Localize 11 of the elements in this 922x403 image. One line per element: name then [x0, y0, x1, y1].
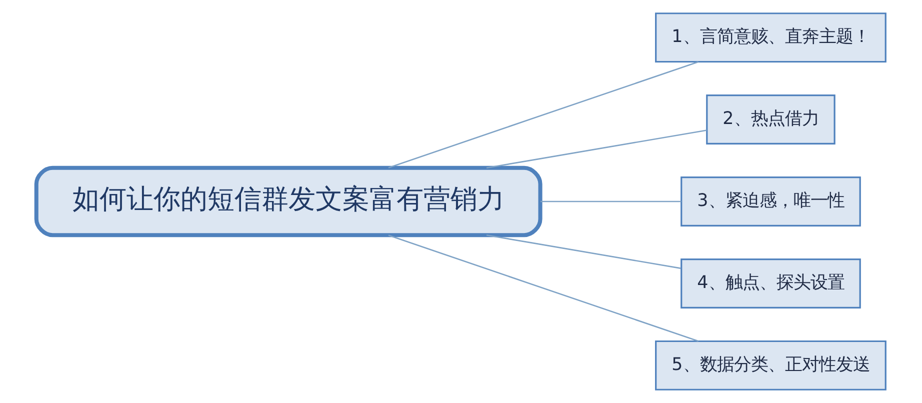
connector: [388, 234, 699, 342]
connector: [540, 200, 682, 202]
node-box: 4、触点、探头设置: [680, 258, 861, 308]
connector: [486, 130, 707, 169]
node-box: 3、紧迫感，唯一性: [680, 176, 861, 226]
node-box: 1、言简意赅、直奔主题！: [655, 12, 886, 63]
node-box: 如何让你的短信群发文案富有营销力: [34, 166, 542, 238]
node-box: 2、热点借力: [706, 94, 836, 145]
connector: [388, 61, 699, 168]
connector: [486, 234, 681, 269]
node-box: 5、数据分类、正对性发送: [655, 340, 886, 390]
